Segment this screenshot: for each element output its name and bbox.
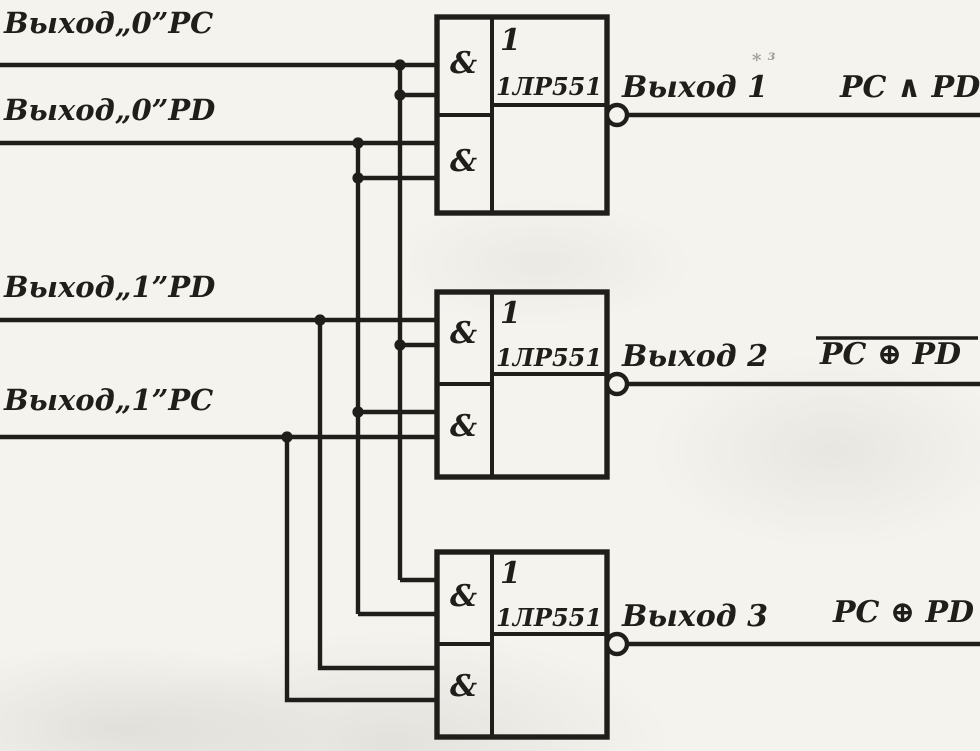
gate-1-chip-label: 1ЛР551 <box>496 72 602 101</box>
junction-dot <box>352 406 364 418</box>
wire-bus-1d <box>317 320 437 671</box>
gate-3-inverter-bubble <box>604 631 630 657</box>
output-1-label: Выход 1 <box>621 70 768 105</box>
output-3-label: Выход 3 <box>621 599 768 634</box>
gate-3-or-symbol: 1 <box>500 556 521 591</box>
gate-2-inverter-bubble <box>604 371 630 397</box>
gate-1-and-top-symbol: & <box>450 46 477 81</box>
gate-3: & & 1 1ЛР551 <box>434 549 980 740</box>
junction-dot <box>352 137 364 149</box>
junction-dot <box>352 172 364 184</box>
junction-dot <box>394 59 406 71</box>
input-label-1d: Выход„1”РD <box>3 270 215 304</box>
junction-dot <box>394 339 406 351</box>
gate-1-inverter-bubble <box>604 102 630 128</box>
gate-1: & & 1 1ЛР551 <box>434 14 980 216</box>
gate-2-and-top-symbol: & <box>450 316 477 351</box>
gate-2-and-bottom-symbol: & <box>450 409 477 444</box>
output-2-label: Выход 2 <box>621 339 768 374</box>
gate-3-and-top-symbol: & <box>450 579 477 614</box>
junction-dot <box>394 89 406 101</box>
output-2-formula: PC ⊕ PD <box>819 337 961 372</box>
gate-1-or-symbol: 1 <box>500 23 521 58</box>
gate-2: & & 1 1ЛР551 <box>434 289 980 480</box>
scan-smudge-mark: * ³ <box>752 50 776 71</box>
gate-2-chip-label: 1ЛР551 <box>496 343 602 372</box>
wire-bus-1c <box>284 437 437 703</box>
junction-dot <box>281 431 293 443</box>
output-1-formula: PC ∧ PD <box>839 70 980 105</box>
gate-3-chip-label: 1ЛР551 <box>496 603 602 632</box>
gate-1-and-bottom-symbol: & <box>450 144 477 179</box>
junction-dot <box>314 314 326 326</box>
input-label-1c: Выход„1”РС <box>3 383 213 417</box>
input-label-0d: Выход„0”РD <box>3 93 215 127</box>
output-3-formula: PC ⊕ PD <box>832 595 974 630</box>
bus-wires <box>284 65 437 703</box>
input-label-0c: Выход„0”РС <box>3 6 213 40</box>
input-wires <box>0 62 437 440</box>
gate-2-or-symbol: 1 <box>500 296 521 331</box>
junction-dots <box>281 59 406 443</box>
gate-3-and-bottom-symbol: & <box>450 669 477 704</box>
